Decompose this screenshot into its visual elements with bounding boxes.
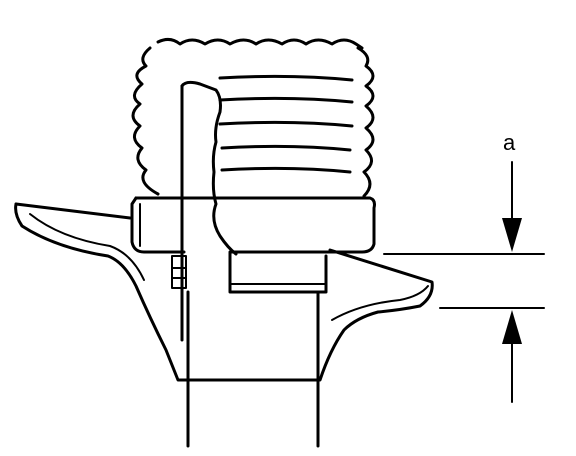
dust-boot-bellows — [131, 37, 375, 198]
shock-absorber-body — [186, 290, 320, 448]
upper-arrowhead — [502, 218, 522, 252]
rod-collar — [228, 250, 328, 294]
lock-nut — [171, 255, 187, 289]
piston-rod — [180, 80, 238, 342]
lower-arrowhead — [502, 310, 522, 344]
bump-stop-ring — [130, 196, 376, 254]
dimension-label: a — [503, 130, 516, 155]
dimension-a: a — [383, 130, 545, 403]
spring-seat — [14, 202, 434, 382]
